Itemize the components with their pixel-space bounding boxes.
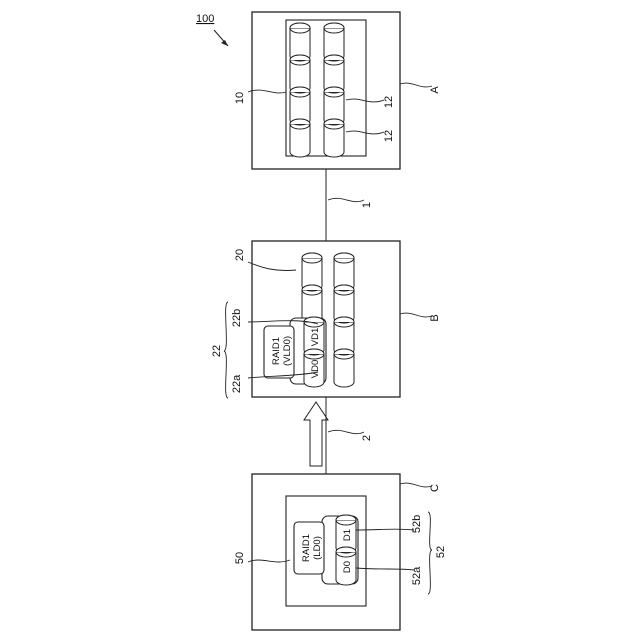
node-a-ref: 10 xyxy=(234,92,246,104)
svg-text:D1: D1 xyxy=(342,529,353,541)
group-ref-c: 52 xyxy=(435,546,447,558)
raid-label-c-1: RAID1 xyxy=(301,534,312,562)
node-b-tag: B xyxy=(429,314,441,321)
node-a-tag: A xyxy=(429,86,441,94)
group-ref-b: 22 xyxy=(211,345,223,357)
group-brace-b xyxy=(224,302,228,398)
link-bc-ref-leader xyxy=(328,430,364,433)
figure-ref-arrowhead xyxy=(221,40,228,46)
svg-text:D0: D0 xyxy=(342,561,353,573)
migration-arrow xyxy=(304,402,328,466)
svg-text:VD1: VD1 xyxy=(310,328,321,346)
link-ab: 1 xyxy=(326,169,373,241)
group-ref-b-a: 22a xyxy=(231,374,243,393)
disk-ref-1: 12 xyxy=(383,96,395,108)
group-ref-b-b: 22b xyxy=(231,309,243,327)
node-b: VD1 VD0 RAID1 (VLD0) 20 22b 22a 22 B xyxy=(211,241,441,398)
node-c: D1 D0 RAID1 (LD0) 50 52b 52a 52 C xyxy=(234,474,447,630)
node-c-tag-leader xyxy=(400,483,432,487)
raid-label-c-2: (LD0) xyxy=(312,536,323,560)
disk-ref-2: 12 xyxy=(383,130,395,142)
link-bc-ref: 2 xyxy=(361,435,373,441)
group-ref-c-a: 52a xyxy=(411,566,423,585)
node-c-tag: C xyxy=(429,484,441,492)
svg-text:VD0: VD0 xyxy=(310,360,321,378)
link-ab-ref-leader xyxy=(328,198,364,201)
raid-label-b-2: (VLD0) xyxy=(282,336,293,366)
group-ref-c-b: 52b xyxy=(411,515,423,533)
raid-label-b-1: RAID1 xyxy=(271,337,282,365)
node-a-tag-leader xyxy=(400,83,432,87)
node-a: 10 12 12 A xyxy=(234,12,441,169)
link-ab-ref: 1 xyxy=(361,202,373,208)
node-c-ref: 50 xyxy=(234,552,246,564)
group-brace-c xyxy=(428,512,432,594)
node-b-tag-leader xyxy=(400,313,432,317)
svg-text:100: 100 xyxy=(196,13,214,25)
figure-ref: 100 xyxy=(196,13,228,46)
node-b-ref: 20 xyxy=(234,249,246,261)
